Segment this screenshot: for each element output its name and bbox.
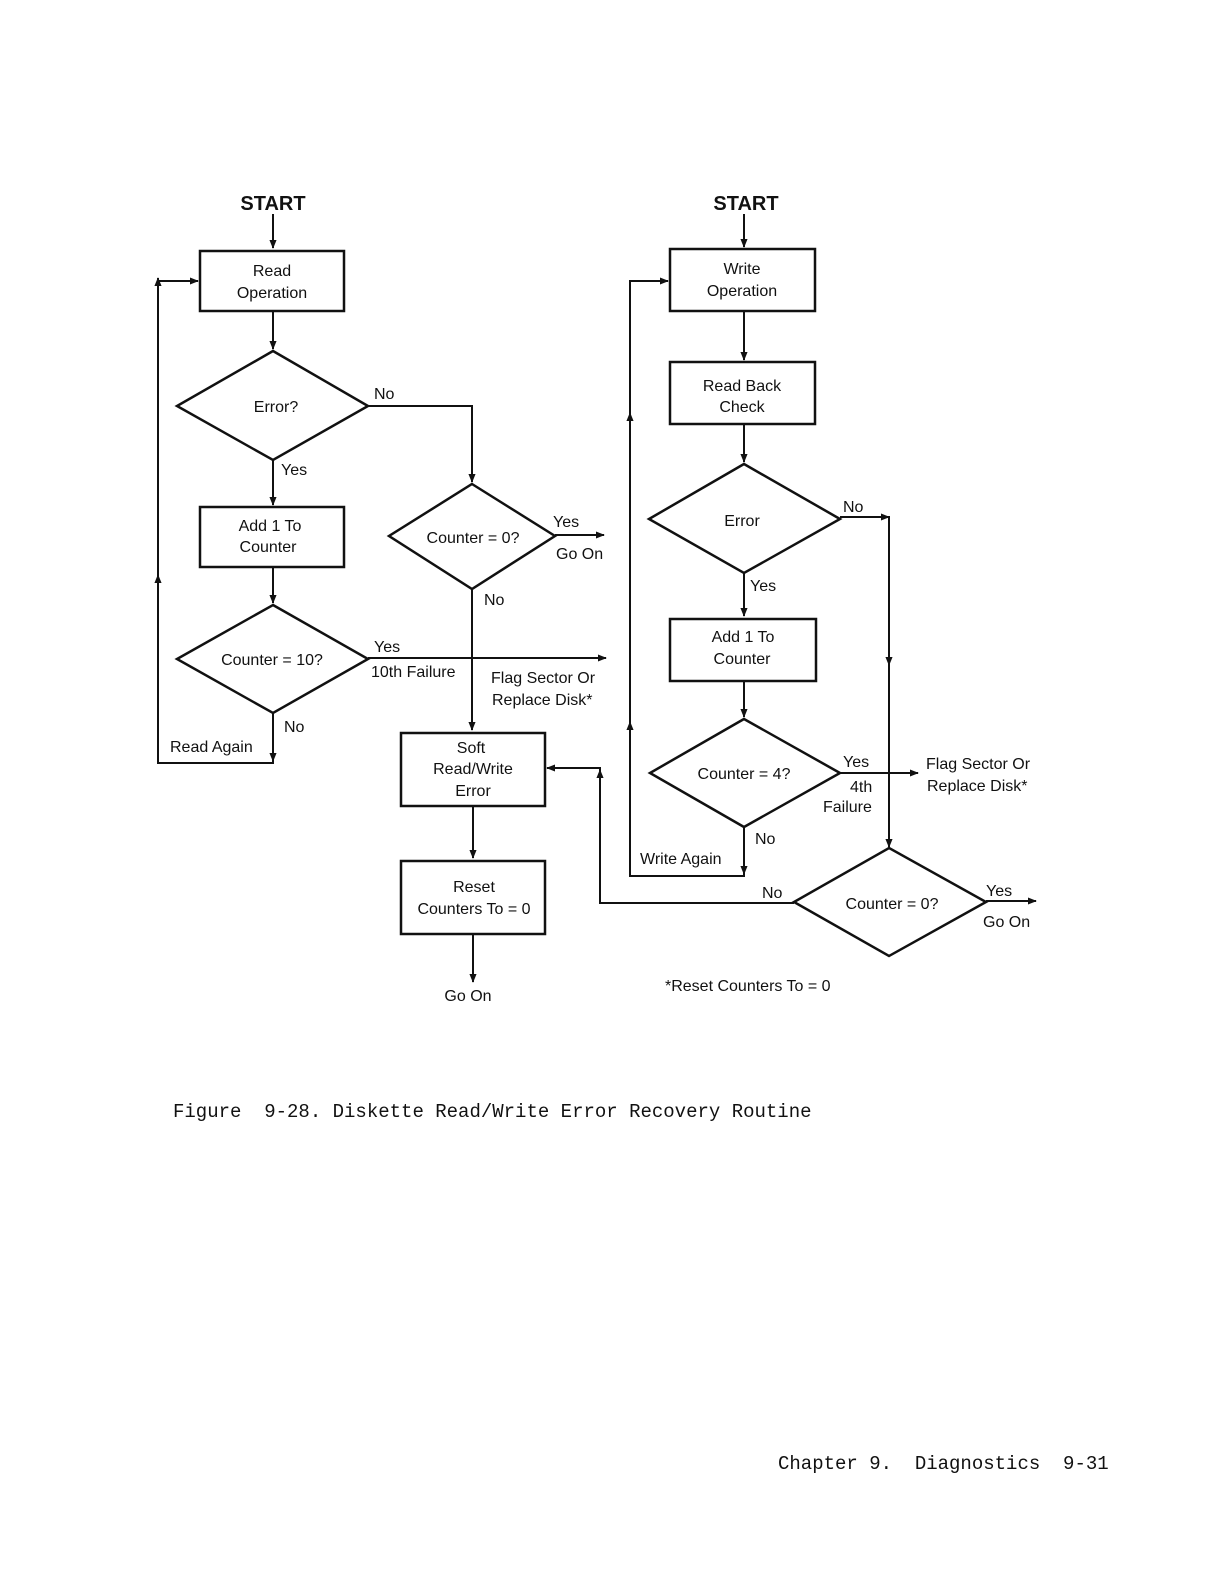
error-decision-label: Error? [254,399,299,416]
figure-caption: Figure 9-28. Diskette Read/Write Error R… [173,1101,812,1123]
counter4-no-label: No [755,831,776,848]
page-footer: Chapter 9. Diagnostics 9-31 [778,1453,1109,1475]
read-add1-line2: Counter [240,539,298,556]
counter10-no-label: No [284,719,305,736]
read-back-line2: Check [719,399,765,416]
write-flag-sector-line1: Flag Sector Or [926,756,1031,773]
error-no-path [368,405,476,483]
read-flag-sector-line1: Flag Sector Or [491,670,596,687]
write-operation-line2: Operation [707,283,777,300]
counter10-yes-label: Yes [374,639,400,656]
read-again-label: Read Again [170,739,253,756]
reset-counters-line1: Reset [453,879,495,896]
write-flag-sector-line2: Replace Disk* [927,778,1027,795]
error-no-label: No [374,386,395,403]
write-counter0-no-label: No [762,885,783,902]
counter4-label: Counter = 4? [698,766,791,783]
write-add1-box [668,617,818,683]
reset-counters-line2: Counters To = 0 [417,901,530,918]
write-counter0-yes-label: Yes [986,883,1012,900]
error-yes-label: Yes [281,462,307,479]
read-back-line1: Read Back [703,378,782,395]
counter4-yes-label: Yes [843,754,869,771]
footnote: *Reset Counters To = 0 [665,978,831,995]
fourth-failure-line2: Failure [823,799,872,816]
read-go-on-final: Go On [444,988,491,1005]
read-counter0-no-label: No [484,592,505,609]
fourth-failure-line1: 4th [850,779,872,796]
read-counter0-go-on: Go On [556,546,603,563]
reset-counters-box [399,859,547,936]
read-back-check-box [668,360,817,426]
tenth-failure-label: 10th Failure [371,664,456,681]
write-add1-line2: Counter [714,651,772,668]
soft-error-line1: Soft [457,740,486,757]
write-start-label: START [713,193,778,215]
write-error-label: Error [724,513,760,530]
write-error-yes-label: Yes [750,578,776,595]
counter10-label: Counter = 10? [221,652,323,669]
read-operation-line1: Read [253,263,291,280]
read-operation-line2: Operation [237,285,307,302]
write-counter0-label: Counter = 0? [846,896,939,913]
soft-error-box [399,731,547,808]
read-operation-box [198,249,346,313]
soft-error-line3: Error [455,783,491,800]
write-again-label: Write Again [640,851,722,868]
read-counter0-label: Counter = 0? [427,530,520,547]
read-start-label: START [240,193,305,215]
read-counter0-yes-label: Yes [553,514,579,531]
write-error-no-label: No [843,499,864,516]
write-operation-line1: Write [723,261,760,278]
write-add1-line1: Add 1 To [712,629,775,646]
write-counter0-go-on: Go On [983,914,1030,931]
write-counter0-no-path [546,764,794,904]
read-flag-sector-line2: Replace Disk* [492,692,592,709]
write-counter0-decision [791,846,989,958]
read-add1-box [198,505,346,569]
write-operation-box [668,247,817,313]
soft-error-line2: Read/Write [433,761,513,778]
read-add1-line1: Add 1 To [239,518,302,535]
